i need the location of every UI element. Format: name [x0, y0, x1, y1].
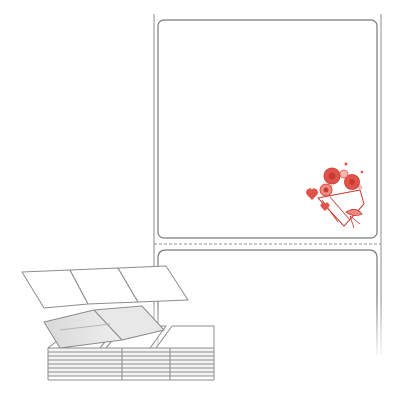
label-next [157, 249, 378, 355]
top-fold-labels [21, 265, 189, 309]
flower-bouquet-icon [306, 162, 365, 229]
fanfold-stack [21, 265, 215, 381]
stack-layers [47, 347, 215, 381]
fold-sheet [43, 305, 165, 349]
label-main [157, 19, 378, 239]
